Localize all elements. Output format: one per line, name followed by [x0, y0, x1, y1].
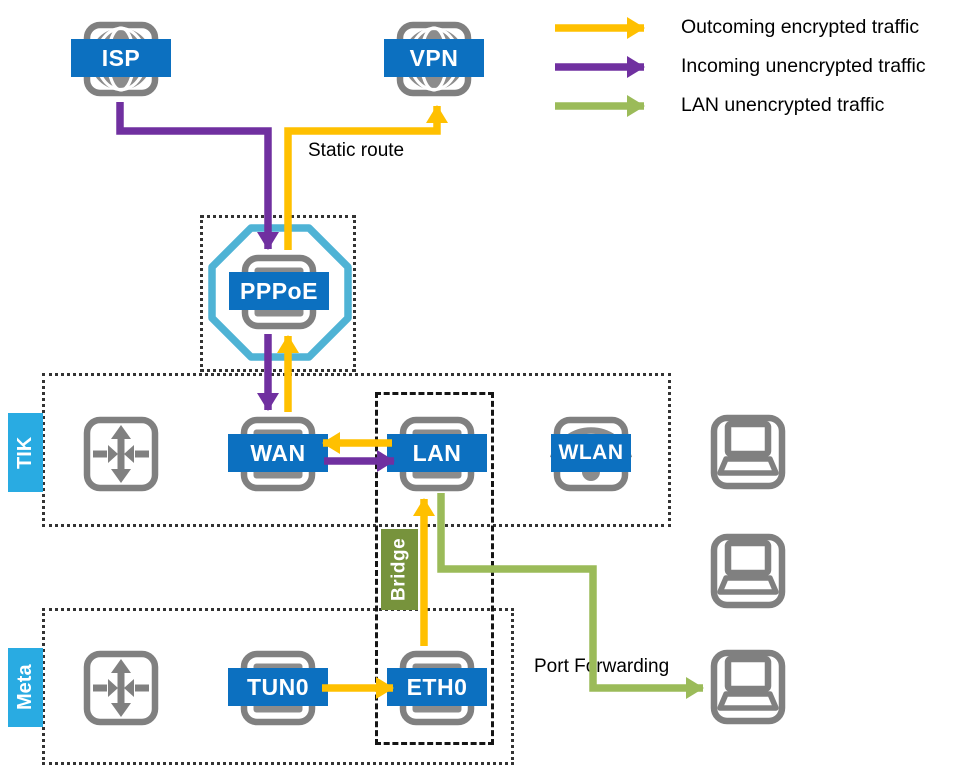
vpn-label: VPN	[384, 39, 484, 77]
laptop-2	[707, 530, 789, 612]
yellow-arrow-icon	[555, 16, 645, 39]
node-wlan: WLAN	[550, 413, 632, 495]
node-tun0: TUN0	[228, 647, 328, 729]
pppoe-group-box	[200, 215, 356, 372]
tun0-label: TUN0	[228, 668, 328, 706]
eth0-label: ETH0	[387, 668, 487, 706]
traffic-legend: Outcoming encrypted traffic Incoming une…	[552, 8, 926, 125]
wan-label: WAN	[228, 434, 328, 472]
node-eth0: ETH0	[387, 647, 487, 729]
node-wan: WAN	[228, 413, 328, 495]
legend-label-encrypted: Outcoming encrypted traffic	[681, 16, 920, 38]
tik-group-label: TIK	[8, 413, 43, 492]
lan-label: LAN	[387, 434, 487, 472]
legend-row-encrypted: Outcoming encrypted traffic	[552, 8, 926, 47]
tik-group-box	[42, 373, 671, 527]
node-isp: ISP	[71, 18, 171, 100]
pppoe-label: PPPoE	[229, 272, 329, 310]
router-icon-tik	[80, 413, 162, 495]
laptop-icon	[710, 414, 786, 490]
legend-label-unencrypted: Incoming unencrypted traffic	[681, 55, 926, 77]
meta-group-label: Meta	[8, 648, 43, 727]
legend-label-lan: LAN unencrypted traffic	[681, 94, 885, 116]
bridge-group-label: Bridge	[381, 529, 418, 610]
isp-label: ISP	[71, 39, 171, 77]
laptop-3	[707, 646, 789, 728]
laptop-icon	[710, 533, 786, 609]
legend-row-lan: LAN unencrypted traffic	[552, 86, 926, 125]
router-icon-meta	[80, 647, 162, 729]
meta-label-text: Meta	[14, 664, 36, 711]
node-vpn: VPN	[384, 18, 484, 100]
static-route-label: Static route	[308, 140, 405, 161]
bridge-label-text: Bridge	[388, 537, 410, 602]
tik-label-text: TIK	[14, 436, 36, 469]
laptop-icon	[710, 649, 786, 725]
port-forwarding-label: Port Forwarding	[534, 656, 670, 677]
wlan-label: WLAN	[551, 434, 631, 472]
node-pppoe: PPPoE	[229, 251, 329, 333]
purple-arrow-icon	[555, 55, 645, 78]
node-lan: LAN	[387, 413, 487, 495]
green-arrow-icon	[555, 94, 645, 117]
router-icon	[83, 416, 159, 492]
legend-row-unencrypted: Incoming unencrypted traffic	[552, 47, 926, 86]
router-icon	[83, 650, 159, 726]
laptop-1	[707, 411, 789, 493]
